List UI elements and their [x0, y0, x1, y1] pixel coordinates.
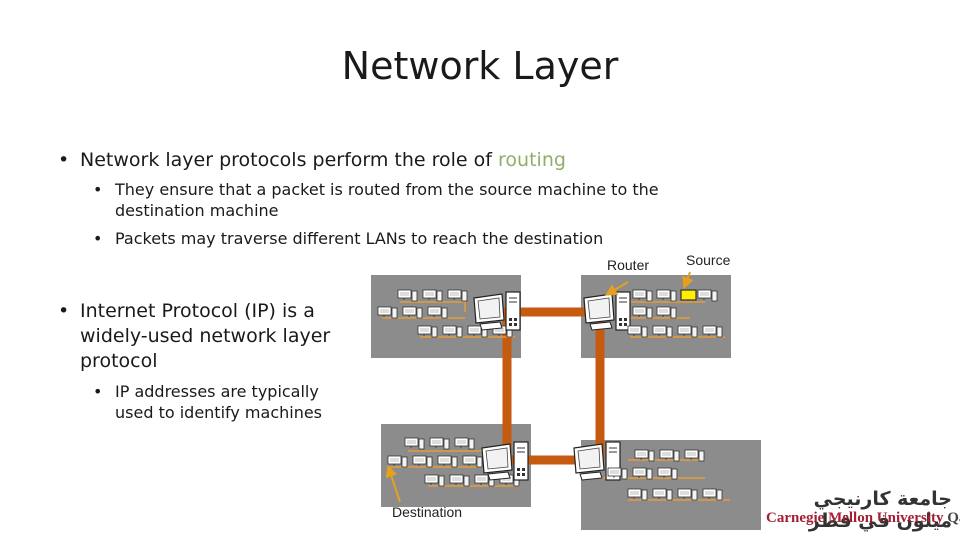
logo-english-name: Carnegie Mellon University: [766, 510, 944, 526]
sub-bullet-route-text: They ensure that a packet is routed from…: [115, 180, 659, 220]
logo-english-qatar: Qatar: [947, 510, 960, 526]
bullet-routing: • Network layer protocols perform the ro…: [58, 148, 680, 173]
bullet-dot: •: [58, 300, 70, 322]
sub-bullet-route: • They ensure that a packet is routed fr…: [93, 179, 675, 221]
destination-label: Destination: [392, 504, 463, 520]
slide-title: Network Layer: [341, 44, 619, 88]
source-machine: [680, 289, 697, 301]
bullet-dot: •: [93, 180, 103, 199]
bullet-ip-text: Internet Protocol (IP) is a widely-used …: [80, 300, 331, 372]
lan-top-right-machines: [583, 289, 725, 338]
routing-highlight: routing: [498, 149, 566, 171]
bullet-ip: • Internet Protocol (IP) is a widely-use…: [58, 299, 360, 374]
sub-bullet-lans-text: Packets may traverse different LANs to r…: [115, 229, 604, 248]
sub-bullet-ip-addresses-text: IP addresses are typically used to ident…: [115, 382, 323, 422]
router-label: Router: [607, 257, 650, 273]
source-label: Source: [686, 252, 731, 268]
destination-arrow: [385, 464, 401, 503]
bullet-dot: •: [93, 229, 103, 248]
lan-bottom-left-machines: [387, 437, 529, 487]
bullet-routing-text: Network layer protocols perform the role…: [80, 149, 499, 171]
sub-bullet-lans: • Packets may traverse different LANs to…: [93, 228, 675, 249]
sub-bullet-ip-addresses: • IP addresses are typically used to ide…: [93, 381, 345, 423]
network-diagram: [371, 271, 761, 530]
logo-arabic-text: جامعة كارنيجي ميلون في قطر: [808, 488, 952, 532]
lan-top-left-machines: [377, 289, 521, 338]
bullet-dot: •: [93, 382, 103, 401]
lan-bottom-right-machines: [573, 441, 730, 501]
cmu-qatar-logo: جامعة كارنيجي ميلون في قطر Carnegie Mell…: [762, 488, 960, 532]
bullet-dot: •: [58, 149, 70, 171]
logo-english-text: Carnegie Mellon University Qatar: [766, 510, 960, 527]
router-arrow: [604, 281, 629, 296]
source-arrow: [682, 271, 694, 290]
